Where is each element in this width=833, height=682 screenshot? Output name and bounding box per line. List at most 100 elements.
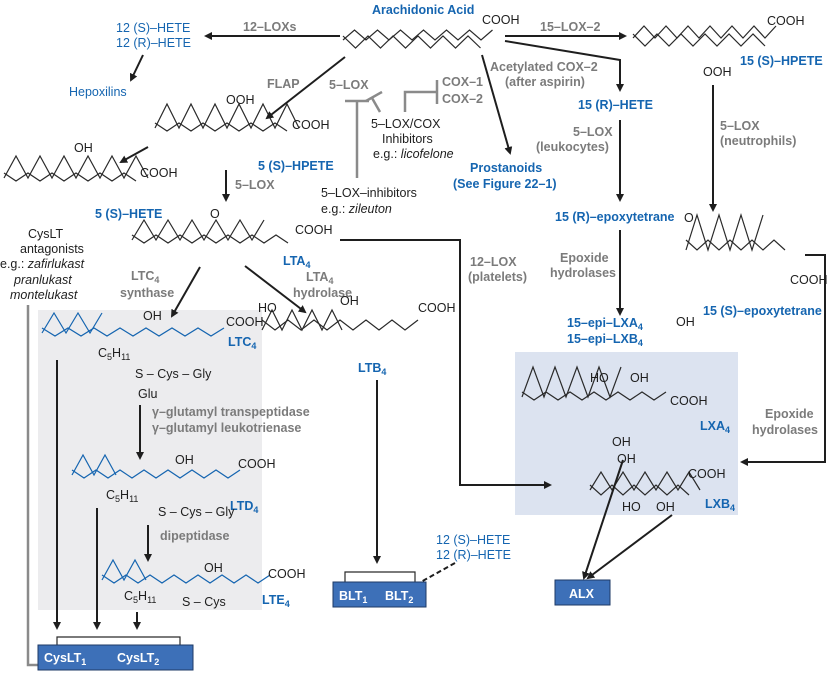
5s-hete-upper-chain <box>3 172 137 182</box>
antagonists-label: antagonists <box>20 242 84 256</box>
pathway-arrows <box>53 32 826 645</box>
inhibitors-label: Inhibitors <box>382 132 433 146</box>
lte4-s-cys: S – Cys <box>182 595 226 609</box>
ltc4-label: LTC4 <box>228 335 256 351</box>
lxa4-oh: OH <box>630 371 649 385</box>
receptor-cyslt: CysLT1 CysLT2 <box>37 644 194 671</box>
5s-hete-oh: OH <box>74 141 93 155</box>
12s-hete: 12 (S)–HETE <box>116 21 190 35</box>
15r-epoxytetrane-label: 15 (R)–epoxytetrane <box>555 210 675 224</box>
ltc4-cooh: COOH <box>226 315 264 329</box>
aa-cooh: COOH <box>482 13 520 27</box>
ltd4-c5h11: C5H11 <box>106 488 138 504</box>
lxb4-cooh: COOH <box>688 467 726 481</box>
15s-hpete-cooh: COOH <box>767 14 805 28</box>
prostanoids-label: Prostanoids <box>470 161 542 175</box>
arrow-12lox-platelets <box>340 239 552 489</box>
zileuton-example: e.g.: zileuton <box>321 202 392 216</box>
cox2-label: COX–2 <box>442 92 483 106</box>
leukocytes-label: (leukocytes) <box>536 140 609 154</box>
ltb4-oh: OH <box>340 294 359 308</box>
lta4-epoxide-o: O <box>210 207 220 221</box>
5s-hpete-ooh: OOH <box>226 93 254 107</box>
12-lox-label: 12–LOXs <box>243 20 297 34</box>
12r-hete-bottom: 12 (R)–HETE <box>436 548 511 562</box>
blt-bracket <box>344 571 416 582</box>
hydrolases-label: hydrolases <box>550 266 616 280</box>
5s-hpete-lower-chain <box>154 102 300 130</box>
pranlukast: pranlukast <box>13 273 72 287</box>
inhibitor-markers <box>26 80 439 667</box>
5s-hete-label: 5 (S)–HETE <box>95 207 162 221</box>
ltd4-label: LTD4 <box>230 499 258 515</box>
15-lox-2-label: 15–LOX–2 <box>540 20 601 34</box>
dual-inhibitor-line <box>370 97 382 113</box>
15r-hete-label: 15 (R)–HETE <box>578 98 653 112</box>
cyslt-bracket <box>56 636 181 645</box>
hydrolases-right-label: hydrolases <box>752 423 818 437</box>
ltc4-s-cys-gly: S – Cys – Gly <box>135 367 212 381</box>
lxb4-oh-15: OH <box>656 500 675 514</box>
15s-epoxy-oh: OH <box>676 315 695 329</box>
ltd4-upper-chain <box>71 469 241 479</box>
aa-upper-chain <box>342 35 481 49</box>
arrow-acetylated-cox2 <box>504 40 624 92</box>
cyslt-receptor-box <box>37 644 194 671</box>
epoxide-right-label: Epoxide <box>765 407 814 421</box>
lxb4-label: LXB4 <box>705 497 735 513</box>
lxb4-oh: OH <box>617 452 636 466</box>
12s-hete-bottom: 12 (S)–HETE <box>436 533 510 547</box>
cyslt1-label: CysLT1 <box>44 651 86 667</box>
arrow-hepoxilins <box>129 54 144 82</box>
lte4-oh: OH <box>204 561 223 575</box>
lta4-label: LTA4 <box>283 254 310 270</box>
ltd4-oh: OH <box>175 453 194 467</box>
dual-inhibitor-label: 5–LOX/COX <box>371 117 441 131</box>
hydrolase-label: hydrolase <box>293 286 352 300</box>
lxa4-lower-chain <box>521 365 622 399</box>
cysteinyl-leukotriene-panel <box>38 310 262 610</box>
15s-epoxy-upper-chain <box>685 239 786 251</box>
arrow-ltc4-synthase <box>171 266 201 318</box>
5lox-step-label: 5–LOX <box>235 178 275 192</box>
15-epi-lxa4-label: 15–epi–LXA4 <box>567 316 643 332</box>
lte4-label: LTE4 <box>262 593 290 609</box>
ltd4-s-cys-gly: S – Cys – Gly <box>158 505 235 519</box>
ltd4-cooh: COOH <box>238 457 276 471</box>
cox1-label: COX–1 <box>442 75 483 89</box>
dipeptidase-label: dipeptidase <box>160 529 230 543</box>
blt1-label: BLT1 <box>339 589 367 605</box>
lxa4-oh-15: OH <box>612 435 631 449</box>
lxa4-cooh: COOH <box>670 394 708 408</box>
15s-hpete-upper-chain <box>632 33 766 47</box>
alx-receptor-box <box>554 579 611 606</box>
ltc4-lower-chain <box>41 311 103 335</box>
ltb4-cooh: COOH <box>418 301 456 315</box>
lte4-cooh: COOH <box>268 567 306 581</box>
after-aspirin-label: (after aspirin) <box>505 75 585 89</box>
5lox-neutrophils-label: 5–LOX <box>720 119 760 133</box>
lta4-cooh: COOH <box>295 223 333 237</box>
dual-inhibitor-bar <box>365 90 383 103</box>
5lox-target-label: 5–LOX <box>329 78 369 92</box>
5s-hpete-upper-chain <box>154 122 288 132</box>
ltd4-lower-chain <box>71 453 117 477</box>
see-figure-label: (See Figure 22–1) <box>453 177 557 191</box>
lxb4-upper-chain <box>589 484 690 496</box>
arrow-5-hete <box>119 146 149 163</box>
5lox-inhibitors-label: 5–LOX–inhibitors <box>321 186 417 200</box>
montelukast: montelukast <box>10 288 78 302</box>
ltc4-oh: OH <box>143 309 162 323</box>
gamma-glutamyl-leukotrienase: γ–glutamyl leukotrienase <box>152 421 301 435</box>
blt2-label: BLT2 <box>385 589 413 605</box>
ltb4-upper-chain <box>261 319 419 331</box>
blt-receptor-box <box>332 581 427 608</box>
15s-hpete-ooh: OOH <box>703 65 731 79</box>
arrow-prostanoids <box>481 54 513 155</box>
platelets-label: (platelets) <box>468 270 527 284</box>
lte4-lower-chain <box>101 558 147 582</box>
ltc4-synthase-label: LTC4 <box>131 269 159 285</box>
cyslt-antagonist-line <box>26 305 38 667</box>
cox-inhibitor-line <box>403 90 437 112</box>
ltb4-label: LTB4 <box>358 361 386 377</box>
